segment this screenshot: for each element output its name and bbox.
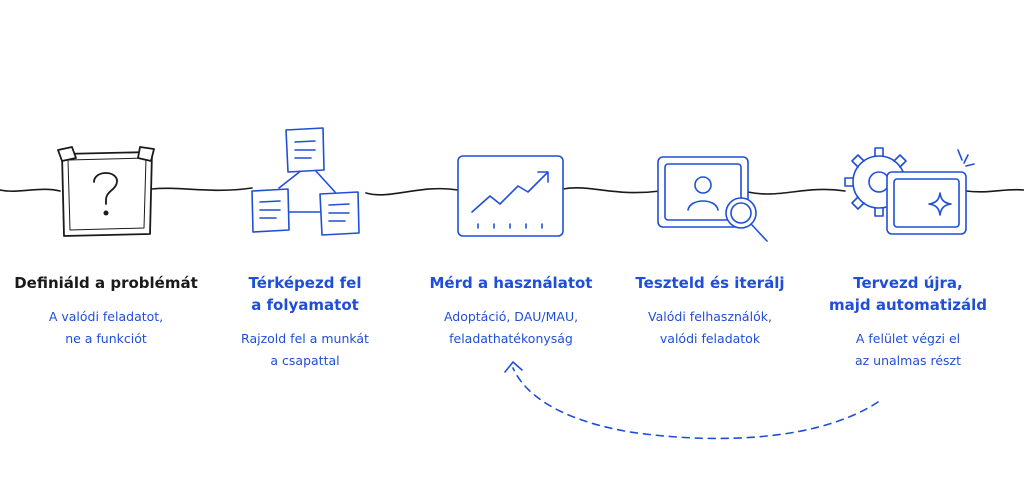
step-measure-usage: Mérd a használatot Adoptáció, DAU/MAU, f… (411, 272, 611, 350)
timeline-line (0, 187, 1024, 196)
trend-chart-icon (457, 155, 564, 237)
user-search-icon (657, 156, 768, 242)
step-title: Tervezd újra, majd automatizáld (829, 274, 987, 314)
loop-arrowhead (504, 361, 523, 373)
step-title: Teszteld és iterálj (635, 274, 785, 292)
process-map-icon (251, 127, 360, 236)
step-test-iterate: Teszteld és iterálj Valódi felhasználók,… (610, 272, 810, 350)
step-redesign-automate: Tervezd újra, majd automatizáld A felüle… (808, 272, 1008, 372)
step-title: Definiáld a problémát (14, 274, 198, 292)
step-description: Adoptáció, DAU/MAU, feladathatékonyság (443, 309, 579, 346)
step-title: Mérd a használatot (429, 274, 593, 292)
step-description: A felület végzi el az unalmas részt (854, 331, 962, 368)
step-map-process: Térképezd fel a folyamatot Rajzold fel a… (205, 272, 405, 372)
step-description: Rajzold fel a munkát a csapattal (241, 331, 369, 368)
step-description: A valódi feladatot, ne a funkciót (48, 309, 164, 346)
question-box-icon (57, 146, 155, 237)
step-define-problem: Definiáld a problémát A valódi feladatot… (6, 272, 206, 350)
loop-back-arrow (512, 367, 879, 440)
step-description: Valódi felhasználók, valódi feladatok (648, 309, 772, 346)
step-title: Térképezd fel a folyamatot (248, 274, 362, 314)
gear-automation-icon (844, 147, 975, 235)
